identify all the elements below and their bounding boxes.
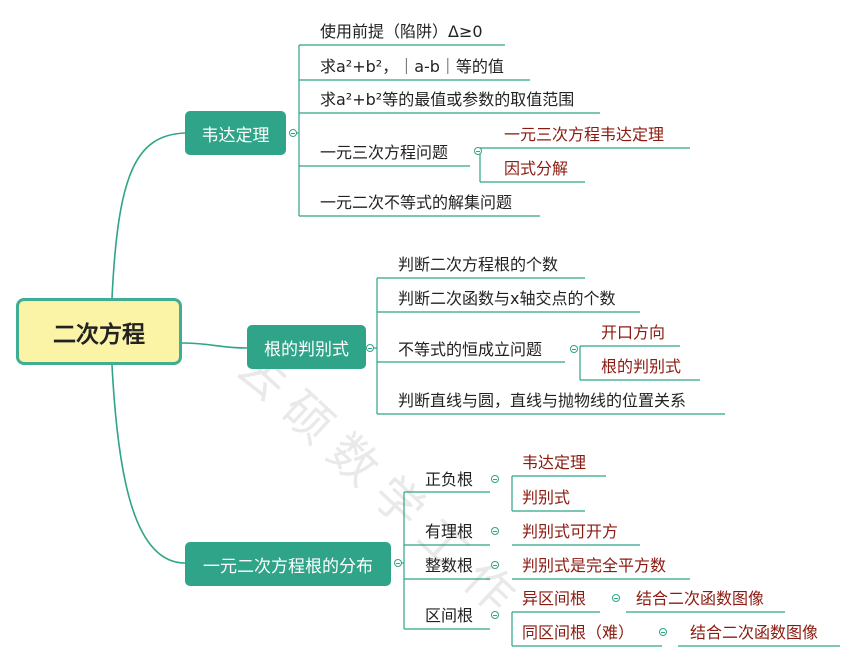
node-rational-roots[interactable]: 有理根 (425, 522, 474, 541)
collapse-toggle-icon[interactable] (289, 129, 297, 137)
node-graph-method-2[interactable]: 结合二次函数图像 (690, 623, 819, 642)
collapse-toggle-icon[interactable] (570, 345, 578, 353)
node-sign-roots[interactable]: 正负根 (425, 470, 474, 489)
node-sign-vieta[interactable]: 韦达定理 (522, 453, 587, 472)
node-different-interval[interactable]: 异区间根 (522, 589, 587, 608)
branch-root-distribution[interactable]: 一元二次方程根的分布 (185, 542, 391, 586)
branch-vieta[interactable]: 韦达定理 (185, 111, 286, 155)
node-line-position[interactable]: 判断直线与圆，直线与抛物线的位置关系 (398, 391, 687, 410)
node-discriminant-sub[interactable]: 根的判别式 (601, 357, 682, 376)
node-cubic-vieta[interactable]: 一元三次方程韦达定理 (504, 125, 665, 144)
node-graph-method-1[interactable]: 结合二次函数图像 (636, 589, 765, 608)
node-vieta-premise[interactable]: 使用前提（陷阱）Δ≥0 (320, 22, 483, 41)
node-factorization[interactable]: 因式分解 (504, 159, 569, 178)
collapse-toggle-icon[interactable] (659, 628, 667, 636)
node-interval-roots[interactable]: 区间根 (425, 606, 474, 625)
root-node[interactable]: 二次方程 (16, 298, 182, 365)
node-constant-inequality[interactable]: 不等式的恒成立问题 (398, 340, 543, 359)
node-vieta-extremum[interactable]: 求a²+b²等的最值或参数的取值范围 (320, 90, 575, 109)
node-opening-direction[interactable]: 开口方向 (601, 323, 666, 342)
collapse-toggle-icon[interactable] (474, 147, 482, 155)
node-sign-discriminant[interactable]: 判别式 (522, 488, 571, 507)
branch-discriminant[interactable]: 根的判别式 (247, 325, 366, 369)
collapse-toggle-icon[interactable] (394, 559, 402, 567)
node-vieta-inequality[interactable]: 一元二次不等式的解集问题 (320, 193, 513, 212)
node-same-interval[interactable]: 同区间根（难） (522, 623, 635, 642)
node-integer-condition[interactable]: 判别式是完全平方数 (522, 556, 667, 575)
node-vieta-cubic[interactable]: 一元三次方程问题 (320, 143, 449, 162)
collapse-toggle-icon[interactable] (491, 527, 499, 535)
node-integer-roots[interactable]: 整数根 (425, 556, 474, 575)
collapse-toggle-icon[interactable] (491, 561, 499, 569)
collapse-toggle-icon[interactable] (612, 594, 620, 602)
node-x-intersections[interactable]: 判断二次函数与x轴交点的个数 (398, 289, 616, 308)
node-rational-condition[interactable]: 判别式可开方 (522, 522, 619, 541)
node-root-count[interactable]: 判断二次方程根的个数 (398, 255, 559, 274)
collapse-toggle-icon[interactable] (366, 344, 374, 352)
collapse-toggle-icon[interactable] (491, 611, 499, 619)
collapse-toggle-icon[interactable] (491, 475, 499, 483)
node-vieta-sum-squares[interactable]: 求a²+b²，｜a-b｜等的值 (320, 57, 504, 76)
